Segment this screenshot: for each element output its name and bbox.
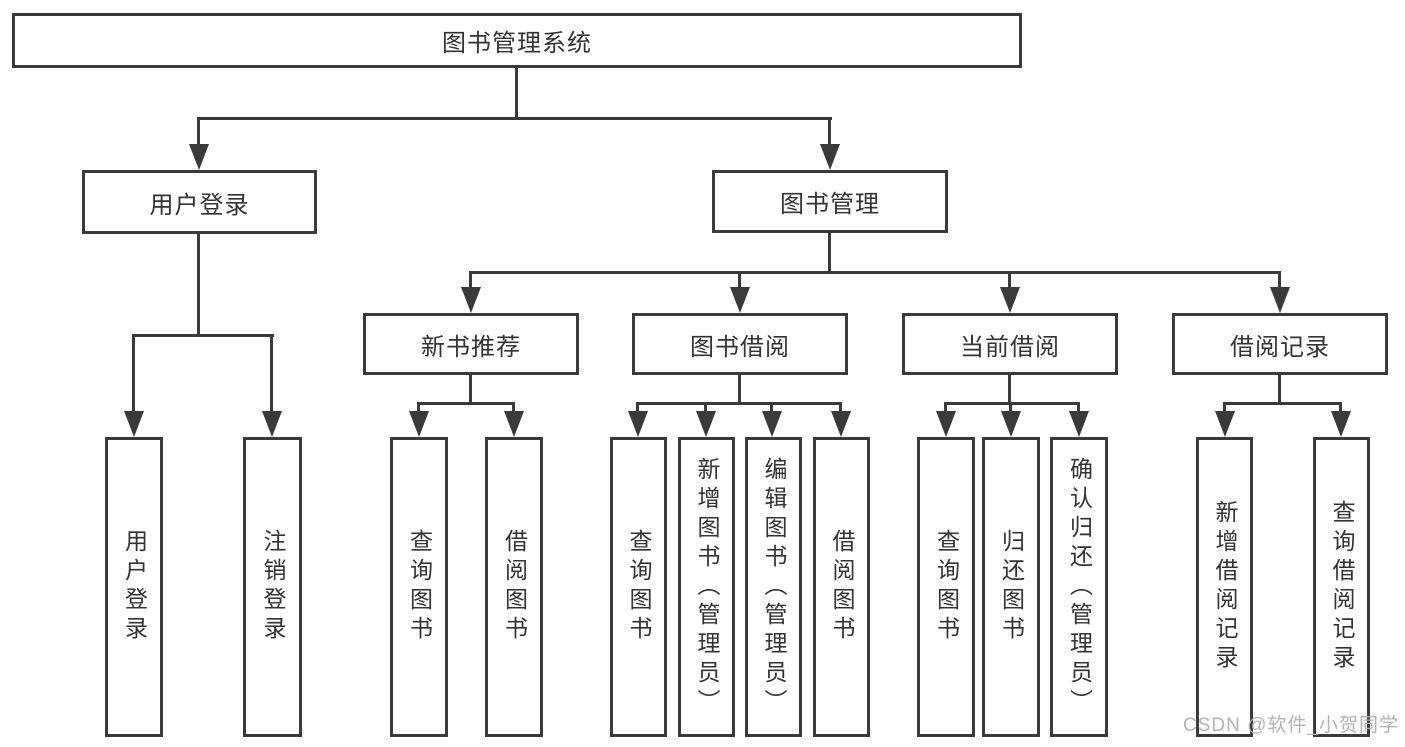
connector-borrowrecords-stem xyxy=(1278,375,1281,404)
node-book-borrow: 图书借阅 xyxy=(632,313,848,375)
leaf-label: 查询图书 xyxy=(626,529,652,645)
arrow-down-icon xyxy=(504,411,524,437)
connector-userlogin-drop xyxy=(197,117,200,147)
connector-leaf-drop xyxy=(944,402,947,416)
connector-level3-drop xyxy=(1278,271,1281,291)
arrow-down-icon xyxy=(461,287,481,313)
arrow-down-icon xyxy=(1000,287,1020,313)
leaf-label: 查询图书 xyxy=(406,529,433,645)
node-root-label: 图书管理系统 xyxy=(442,30,592,57)
arrow-down-icon xyxy=(831,411,851,437)
leaf-label: 编辑图书（管理员） xyxy=(761,456,787,718)
node-book-management: 图书管理 xyxy=(712,170,948,233)
leaf-query-book-current: 查询图书 xyxy=(917,437,975,737)
arrow-down-icon xyxy=(762,411,782,437)
arrow-down-icon xyxy=(628,411,648,437)
arrow-down-icon xyxy=(189,144,209,170)
connector-level3-drop xyxy=(469,271,472,291)
arrow-down-icon xyxy=(696,411,716,437)
node-borrow-records-label: 借阅记录 xyxy=(1230,333,1330,361)
leaf-borrow-book: 借阅图书 xyxy=(813,437,870,737)
connector-bookborrow-stem xyxy=(738,375,741,404)
connector-bookmgmt-branch xyxy=(471,271,1280,274)
connector-borrowrecords-branch xyxy=(1225,402,1341,405)
leaf-label: 查询借阅记录 xyxy=(1329,500,1355,674)
connector-newbook-branch xyxy=(419,402,514,405)
watermark-text: CSDN @软件_小贺同学 xyxy=(1183,715,1399,736)
connector-leaf-drop xyxy=(770,402,773,416)
leaf-edit-book-admin: 编辑图书（管理员） xyxy=(745,437,802,737)
leaf-label: 注销登录 xyxy=(260,529,286,645)
arrow-down-icon xyxy=(262,411,282,437)
node-current-borrow-label: 当前借阅 xyxy=(960,333,1060,361)
node-user-login: 用户登录 xyxy=(82,170,317,234)
node-borrow-records: 借阅记录 xyxy=(1172,313,1388,375)
node-new-book-recommend-label: 新书推荐 xyxy=(421,333,521,361)
leaf-query-book-borrow: 查询图书 xyxy=(610,437,667,737)
node-book-management-label: 图书管理 xyxy=(780,191,880,218)
connector-leaf-drop xyxy=(512,402,515,416)
leaf-label: 新增图书（管理员） xyxy=(694,456,720,718)
connector-currentborrow-stem xyxy=(1008,375,1011,404)
connector-bookmgmt-stem xyxy=(828,233,831,273)
connector-leaf-drop xyxy=(839,402,842,416)
arrow-down-icon xyxy=(936,411,956,437)
arrow-down-icon xyxy=(1270,287,1290,313)
connector-userlogin-branch xyxy=(133,334,274,337)
leaf-borrow-book-newrec: 借阅图书 xyxy=(485,437,543,737)
arrow-down-icon xyxy=(124,411,144,437)
leaf-label: 借阅图书 xyxy=(829,529,855,645)
arrow-down-icon xyxy=(1069,411,1089,437)
connector-leaf-drop xyxy=(636,402,639,416)
connector-leaf-drop xyxy=(132,334,135,418)
arrow-down-icon xyxy=(409,411,429,437)
leaf-label: 查询图书 xyxy=(933,529,960,645)
connector-bookmgmt-drop xyxy=(828,117,831,147)
node-new-book-recommend: 新书推荐 xyxy=(363,313,579,375)
arrow-down-icon xyxy=(1215,411,1235,437)
connector-userlogin-stem xyxy=(197,234,200,337)
node-user-login-label: 用户登录 xyxy=(149,191,250,219)
connector-currentborrow-branch xyxy=(946,402,1079,405)
arrow-down-icon xyxy=(1331,411,1351,437)
leaf-confirm-return-admin: 确认归还（管理员） xyxy=(1050,437,1108,737)
connector-leaf-drop xyxy=(270,334,273,418)
connector-root-branch xyxy=(198,117,832,120)
leaf-label: 借阅图书 xyxy=(501,529,528,645)
leaf-query-book-newrec: 查询图书 xyxy=(390,437,448,737)
connector-leaf-drop xyxy=(1339,402,1342,416)
leaf-add-borrow-record: 新增借阅记录 xyxy=(1196,437,1253,737)
arrow-down-icon xyxy=(820,144,840,170)
connector-leaf-drop xyxy=(1077,402,1080,416)
leaf-label: 新增借阅记录 xyxy=(1212,500,1238,674)
connector-leaf-drop xyxy=(1223,402,1226,416)
leaf-logout: 注销登录 xyxy=(243,437,302,737)
leaf-label: 归还图书 xyxy=(998,529,1025,645)
leaf-return-book: 归还图书 xyxy=(982,437,1040,737)
leaf-label: 用户登录 xyxy=(121,529,148,645)
leaf-query-borrow-record: 查询借阅记录 xyxy=(1313,437,1370,737)
leaf-label: 确认归还（管理员） xyxy=(1066,456,1093,718)
connector-newbook-stem xyxy=(469,375,472,404)
connector-level3-drop xyxy=(738,271,741,291)
leaf-add-book-admin: 新增图书（管理员） xyxy=(678,437,735,737)
node-root: 图书管理系统 xyxy=(12,13,1022,68)
connector-bookborrow-branch xyxy=(638,402,841,405)
node-book-borrow-label: 图书借阅 xyxy=(690,333,790,361)
arrow-down-icon xyxy=(730,287,750,313)
node-current-borrow: 当前借阅 xyxy=(902,313,1118,375)
arrow-down-icon xyxy=(1001,411,1021,437)
connector-leaf-drop xyxy=(704,402,707,416)
connector-root-stem xyxy=(515,67,518,118)
connector-level3-drop xyxy=(1008,271,1011,291)
connector-leaf-drop xyxy=(1009,402,1012,416)
leaf-user-login: 用户登录 xyxy=(105,437,163,737)
connector-leaf-drop xyxy=(417,402,420,416)
